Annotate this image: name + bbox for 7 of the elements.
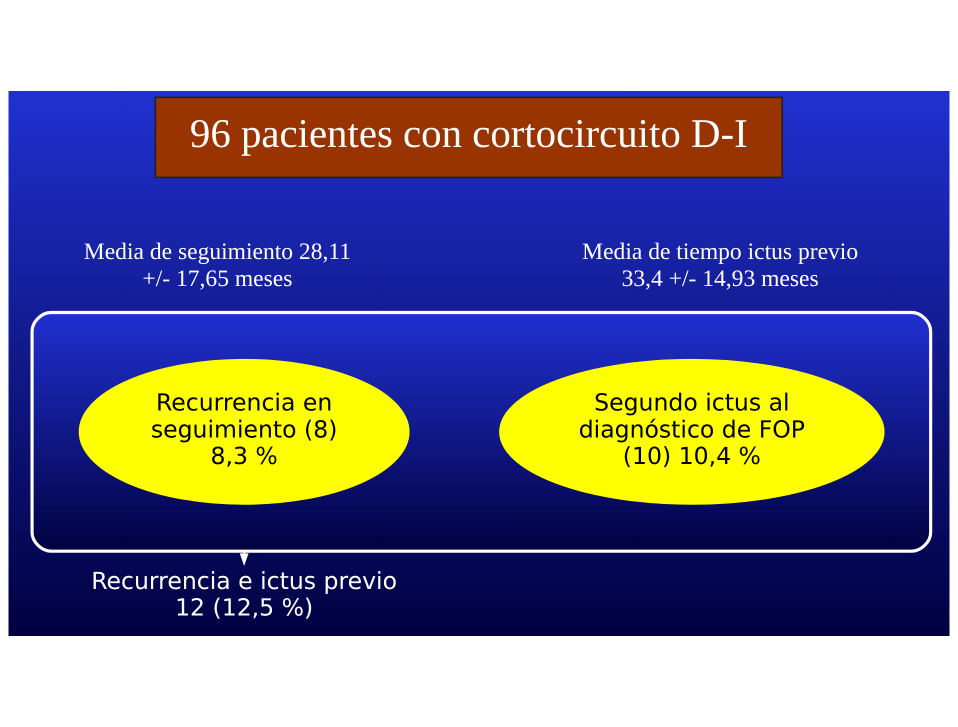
node-text: Recurrencia e ictus previo 12 (12,5 %): [91, 566, 398, 622]
node-ellipse: Recurrencia en seguimiento (8) 8,3 %: [78, 358, 410, 505]
node-ellipse: Segundo ictus al diagnóstico de FOP (10) 10,4 %: [499, 358, 885, 505]
cluster: [30, 310, 932, 553]
label: Media de tiempo ictus previo 33,4 +/- 14,93 meses: [582, 239, 858, 292]
label: Media de seguimiento 28,11 +/- 17,65 meses: [84, 239, 352, 292]
node-box: 96 pacientes con cortocircuito D-I: [154, 96, 783, 178]
